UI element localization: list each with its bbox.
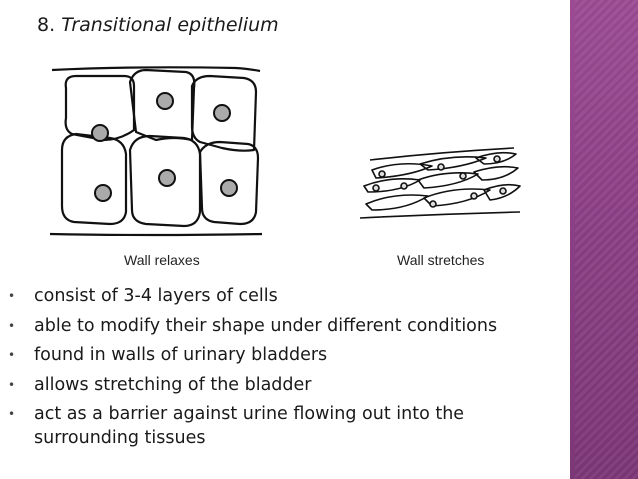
slide-title: 8. Transitional epithelium [37, 14, 279, 36]
stretched-basement-line [359, 211, 521, 219]
left-caption: Wall relaxes [124, 252, 200, 268]
nucleus [158, 169, 176, 187]
bullet-text: consist of 3-4 layers of cells [34, 286, 278, 306]
relaxed-cell [60, 132, 128, 226]
relaxed-cell [128, 134, 202, 228]
nucleus [378, 170, 386, 178]
stretched-cell [475, 151, 517, 165]
relaxed-cell [128, 68, 196, 142]
nucleus [437, 163, 445, 171]
bullet-item: • found in walls of urinary bladders [8, 344, 578, 368]
title-text: Transitional epithelium [61, 14, 279, 36]
nucleus [372, 184, 380, 192]
nucleus [493, 155, 501, 163]
relaxed-cell [64, 74, 136, 142]
bullet-dot-icon: • [8, 407, 16, 421]
nucleus [213, 104, 231, 122]
bullet-item: • allows stretching of the bladder [8, 374, 578, 398]
stretched-cell [473, 165, 519, 181]
relaxed-cell [190, 74, 258, 152]
nucleus [499, 187, 507, 195]
sidebar-decoration [570, 0, 638, 479]
stretched-cell [483, 183, 521, 201]
stretched-wall-illustration [359, 147, 521, 219]
bullet-dot-icon: • [8, 377, 16, 392]
bullet-text: allows stretching of the bladder [34, 374, 312, 395]
nucleus [220, 179, 238, 197]
bullet-text: act as a barrier against urine flowing o… [34, 404, 465, 448]
bullet-list: • consist of 3-4 layers of cells • able … [8, 285, 578, 456]
title-number: 8. [37, 14, 56, 36]
bullet-item: • act as a barrier against urine flowing… [8, 403, 578, 450]
stretched-cell [417, 172, 479, 189]
relaxed-wall-illustration [49, 66, 263, 237]
relaxed-top-line [51, 66, 261, 73]
sidebar-texture [575, 0, 638, 479]
bullet-dot-icon: • [8, 348, 16, 362]
bullet-text: found in walls of urinary bladders [34, 345, 328, 365]
bullet-dot-icon: • [8, 318, 16, 333]
stretched-cell [423, 188, 491, 207]
bullet-text: able to modify their shape under differe… [34, 315, 498, 336]
stretched-nuclei [372, 155, 507, 208]
nucleus [91, 124, 109, 142]
right-caption: Wall stretches [397, 252, 485, 268]
stretched-cell [365, 194, 429, 211]
stretched-cell [371, 162, 433, 179]
nucleus [429, 200, 437, 208]
bullet-item: • consist of 3-4 layers of cells [8, 285, 578, 309]
nucleus [400, 182, 408, 190]
stretched-cell [363, 178, 421, 193]
stretched-top-line [369, 147, 515, 161]
bullet-dot-icon: • [8, 289, 16, 303]
relaxed-basement-line [49, 232, 263, 237]
relaxed-cell [198, 140, 260, 226]
bullet-item: • able to modify their shape under diffe… [8, 315, 578, 339]
nucleus [459, 172, 467, 180]
relaxed-nuclei [91, 92, 238, 202]
nucleus [94, 184, 112, 202]
nucleus [156, 92, 174, 110]
nucleus [470, 192, 478, 200]
